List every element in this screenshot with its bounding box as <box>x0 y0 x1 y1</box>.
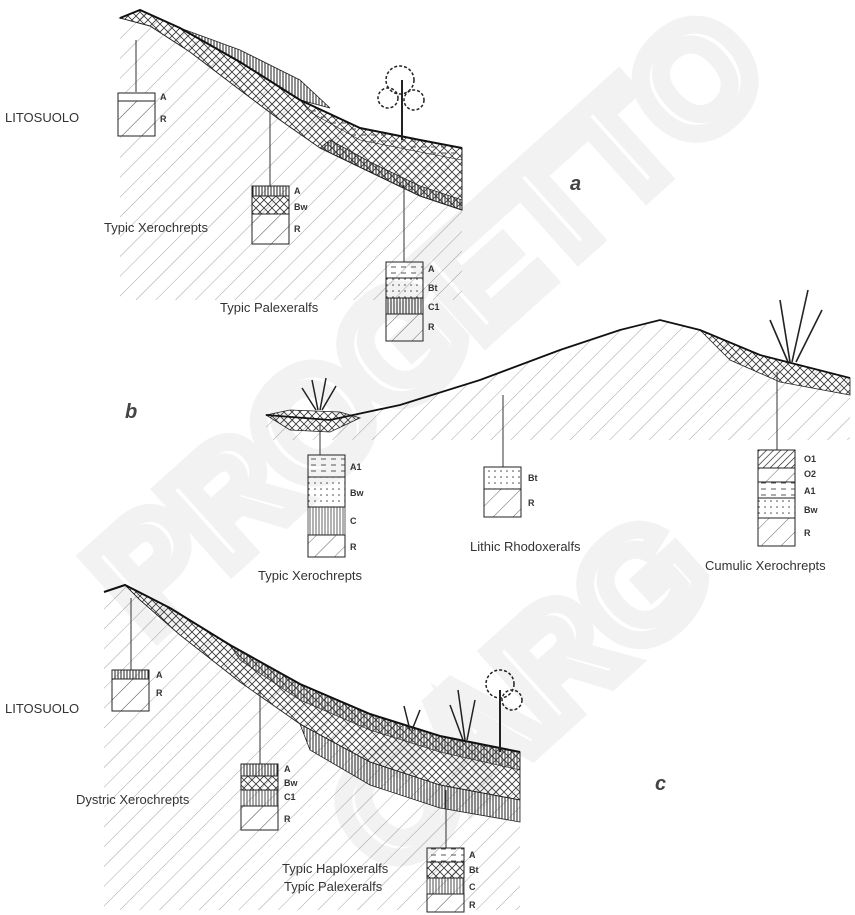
horizon-label: Bt <box>528 473 538 483</box>
horizon-label: Bw <box>350 488 364 498</box>
soil-name-label: Lithic Rhodoxeralfs <box>470 539 581 554</box>
horizon-label: A <box>428 264 435 274</box>
soil-name-label: Typic Xerochrepts <box>104 220 209 235</box>
shrub-icon <box>770 290 822 362</box>
horizon-label: R <box>160 114 167 124</box>
horizon-label: A <box>284 764 291 774</box>
soil-name-label: Typic Xerochrepts <box>258 568 363 583</box>
horizon-label: R <box>469 900 476 910</box>
horizon-label: C1 <box>428 302 440 312</box>
profile-a-litosuolo: A R LITOSUOLO <box>5 92 167 136</box>
soil-name-label: LITOSUOLO <box>5 110 79 125</box>
soil-name-label: Typic Palexeralfs <box>220 300 319 315</box>
panel-label-a: a <box>570 173 581 195</box>
soil-name-label: Typic Palexeralfs <box>284 879 383 894</box>
panel-label-b: b <box>125 401 137 423</box>
horizon-label: R <box>428 322 435 332</box>
profile-b-cumulic: O1 O2 A1 Bw R Cumulic Xerochrepts <box>705 450 826 573</box>
horizon-label: Bw <box>804 505 818 515</box>
horizon-label: A1 <box>350 462 362 472</box>
horizon-label: A <box>156 670 163 680</box>
horizon-label: O1 <box>804 454 816 464</box>
horizon-label: C <box>350 516 357 526</box>
horizon-label: A1 <box>804 486 816 496</box>
horizon-label: O2 <box>804 469 816 479</box>
panel-a-slope <box>120 10 462 300</box>
horizon-label: A <box>160 92 167 102</box>
horizon-label: R <box>528 498 535 508</box>
soil-name-label: Typic Haploxeralfs <box>282 861 389 876</box>
soil-name-label: Dystric Xerochrepts <box>76 792 190 807</box>
horizon-label: C <box>469 882 476 892</box>
horizon-label: R <box>294 224 301 234</box>
profile-b-rhodoxeralfs: Bt R Lithic Rhodoxeralfs <box>470 467 581 554</box>
horizon-label: R <box>284 814 291 824</box>
panel-label-c: c <box>655 773 666 795</box>
horizon-label: C1 <box>284 792 296 802</box>
horizon-label: Bt <box>469 865 479 875</box>
tree-icon <box>378 66 424 140</box>
horizon-label: A <box>294 186 301 196</box>
horizon-label: Bw <box>284 778 298 788</box>
horizon-label: R <box>350 542 357 552</box>
soil-name-label: Cumulic Xerochrepts <box>705 558 826 573</box>
horizon-label: R <box>156 688 163 698</box>
horizon-label: Bt <box>428 283 438 293</box>
profile-c-litosuolo: A R LITOSUOLO <box>5 670 163 716</box>
horizon-label: R <box>804 528 811 538</box>
horizon-label: Bw <box>294 202 308 212</box>
horizon-label: A <box>469 850 476 860</box>
soil-name-label: LITOSUOLO <box>5 701 79 716</box>
